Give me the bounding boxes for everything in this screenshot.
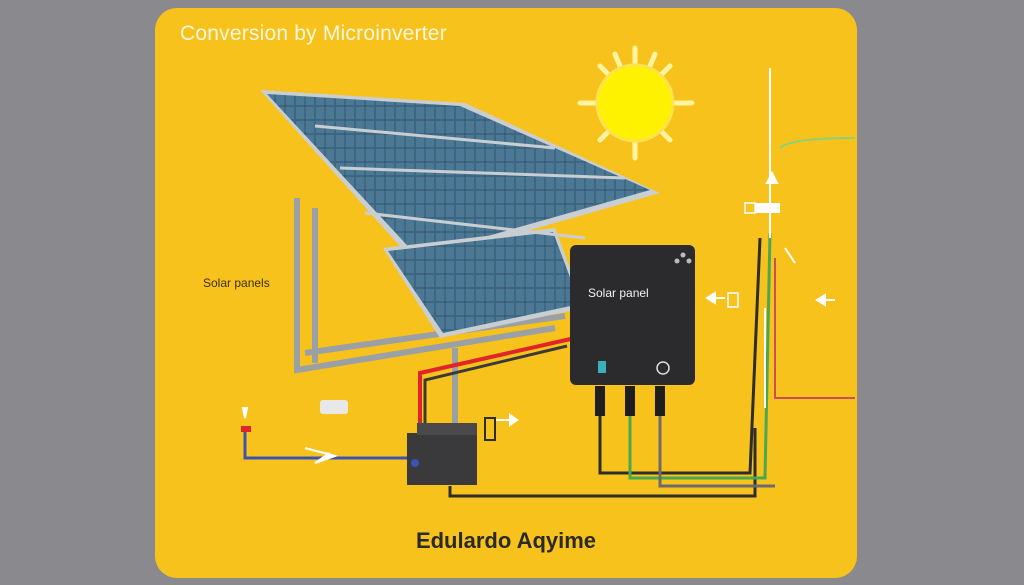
author-name: Edulardo Aqyime bbox=[415, 528, 597, 553]
panel-frame bbox=[294, 198, 566, 428]
label-solar-panel: Solar panel bbox=[588, 286, 649, 300]
solar-panel-array bbox=[260, 90, 660, 338]
diagram-title: Conversion by Microinverter bbox=[180, 22, 447, 45]
diagram-card: Conversion by Microinverter Solar panels… bbox=[155, 8, 857, 578]
junction-box bbox=[407, 423, 477, 485]
diagram-canvas bbox=[241, 45, 856, 498]
label-solar-panels: Solar panels bbox=[203, 276, 270, 290]
connector-components bbox=[241, 202, 780, 441]
sun-icon bbox=[577, 45, 695, 161]
flow-arrows bbox=[241, 170, 835, 464]
microinverter-box bbox=[570, 245, 695, 416]
